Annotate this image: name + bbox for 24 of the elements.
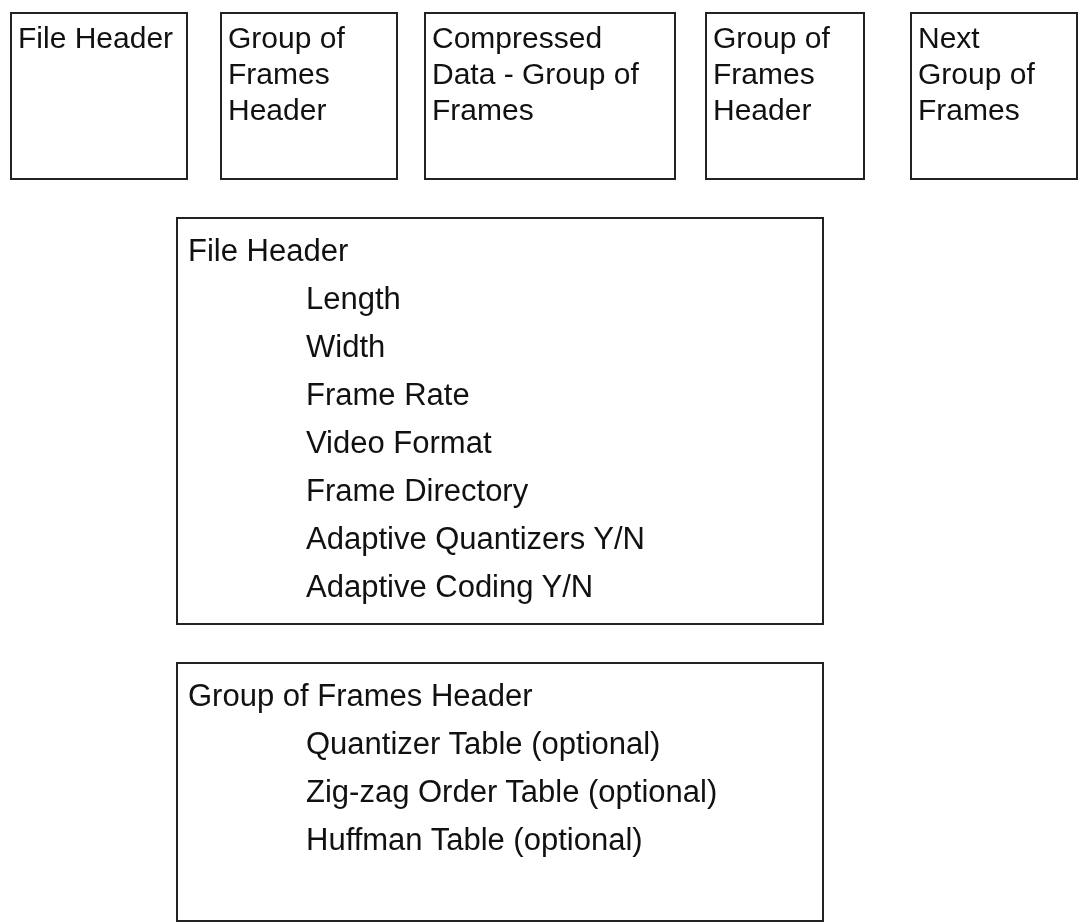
box-label: Next Group of Frames [918,20,1036,128]
field-item: Length [306,280,402,318]
block-box [10,12,188,180]
box-heading: File Header [188,232,350,270]
block-box [424,12,676,180]
field-item: Frame Rate [306,376,471,414]
block-box [220,12,398,180]
field-list-box [176,662,824,922]
field-item: Adaptive Quantizers Y/N [306,520,646,558]
field-item: Huffman Table (optional) [306,821,644,859]
box-heading: Group of Frames Header [188,677,534,715]
box-label: Group of Frames Header [228,20,346,128]
block-box [705,12,865,180]
field-item: Zig-zag Order Table (optional) [306,773,719,811]
field-item: Adaptive Coding Y/N [306,568,595,606]
field-item: Video Format [306,424,493,462]
box-label: File Header [18,20,175,56]
field-item: Width [306,328,387,366]
block-box [910,12,1078,180]
box-label: Group of Frames Header [713,20,831,128]
field-list-box [176,217,824,625]
field-item: Frame Directory [306,472,530,510]
box-label: Compressed Data - Group of Frames [432,20,640,128]
field-item: Quantizer Table (optional) [306,725,662,763]
